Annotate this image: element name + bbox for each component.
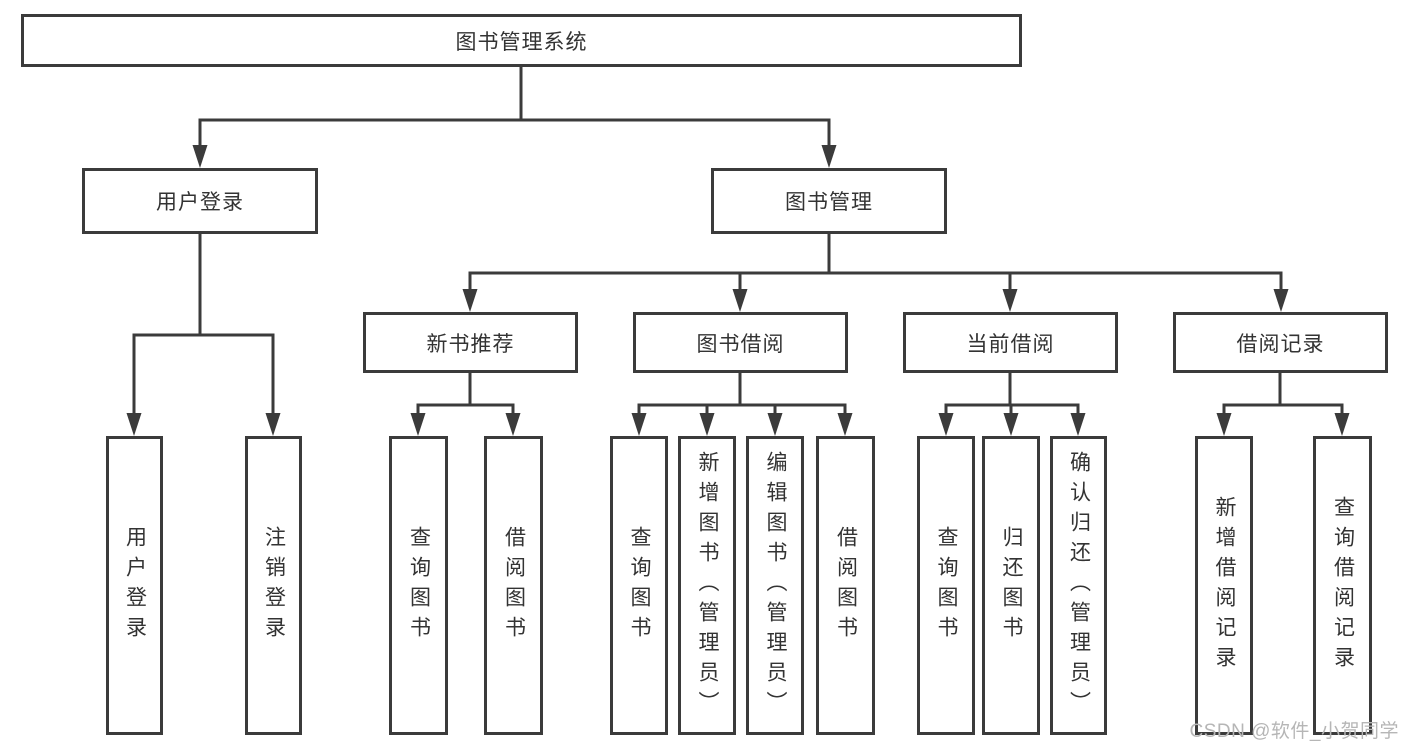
- leaf-newbook-query-books-label: 查询图书: [407, 525, 431, 646]
- node-current-borrow: 当前借阅: [903, 312, 1118, 373]
- leaf-newbook-borrow-books: 借阅图书: [484, 436, 543, 735]
- csdn-watermark: CSDN @软件_小贺同学: [1189, 721, 1399, 742]
- leaf-logout-label: 注销登录: [262, 525, 286, 646]
- leaf-borrow-edit-books-admin: 编辑图书（管理员）: [746, 436, 804, 735]
- leaf-logout: 注销登录: [245, 436, 302, 735]
- node-borrow-records: 借阅记录: [1173, 312, 1388, 373]
- node-book-management: 图书管理: [711, 168, 947, 234]
- leaf-records-add-record: 新增借阅记录: [1195, 436, 1253, 735]
- leaf-borrow-add-books-admin-label: 新增图书（管理员）: [696, 450, 719, 721]
- leaf-current-return-books: 归还图书: [982, 436, 1040, 735]
- node-book-borrow-label: 图书借阅: [696, 332, 785, 356]
- leaf-borrow-borrow-books-label: 借阅图书: [834, 525, 858, 646]
- node-root-label: 图书管理系统: [455, 30, 588, 54]
- leaf-current-query-books-label: 查询图书: [935, 525, 958, 646]
- leaf-current-confirm-return-admin: 确认归还（管理员）: [1050, 436, 1107, 735]
- leaf-user-login: 用户登录: [106, 436, 163, 735]
- leaf-user-login-label: 用户登录: [123, 525, 147, 646]
- leaf-borrow-add-books-admin: 新增图书（管理员）: [678, 436, 736, 735]
- leaf-newbook-query-books: 查询图书: [389, 436, 448, 735]
- node-borrow-records-label: 借阅记录: [1236, 332, 1325, 356]
- leaf-current-query-books: 查询图书: [917, 436, 975, 735]
- node-book-management-label: 图书管理: [785, 191, 873, 214]
- leaf-records-query-record-label: 查询借阅记录: [1331, 495, 1355, 676]
- leaf-borrow-edit-books-admin-label: 编辑图书（管理员）: [764, 450, 787, 721]
- leaf-borrow-query-books: 查询图书: [610, 436, 668, 735]
- node-root: 图书管理系统: [21, 14, 1022, 67]
- node-new-book-recommend-label: 新书推荐: [426, 332, 515, 356]
- leaf-current-return-books-label: 归还图书: [1000, 525, 1023, 646]
- leaf-borrow-borrow-books: 借阅图书: [816, 436, 875, 735]
- leaf-newbook-borrow-books-label: 借阅图书: [502, 525, 526, 646]
- arrowheads: [126, 145, 1350, 436]
- leaf-records-query-record: 查询借阅记录: [1313, 436, 1372, 735]
- node-user-login: 用户登录: [82, 168, 318, 234]
- node-user-login-label: 用户登录: [156, 191, 244, 214]
- leaf-records-add-record-label: 新增借阅记录: [1213, 495, 1236, 676]
- leaf-current-confirm-return-admin-label: 确认归还（管理员）: [1067, 450, 1091, 721]
- node-book-borrow: 图书借阅: [633, 312, 848, 373]
- leaf-borrow-query-books-label: 查询图书: [628, 525, 651, 646]
- node-new-book-recommend: 新书推荐: [363, 312, 578, 373]
- node-current-borrow-label: 当前借阅: [966, 332, 1055, 356]
